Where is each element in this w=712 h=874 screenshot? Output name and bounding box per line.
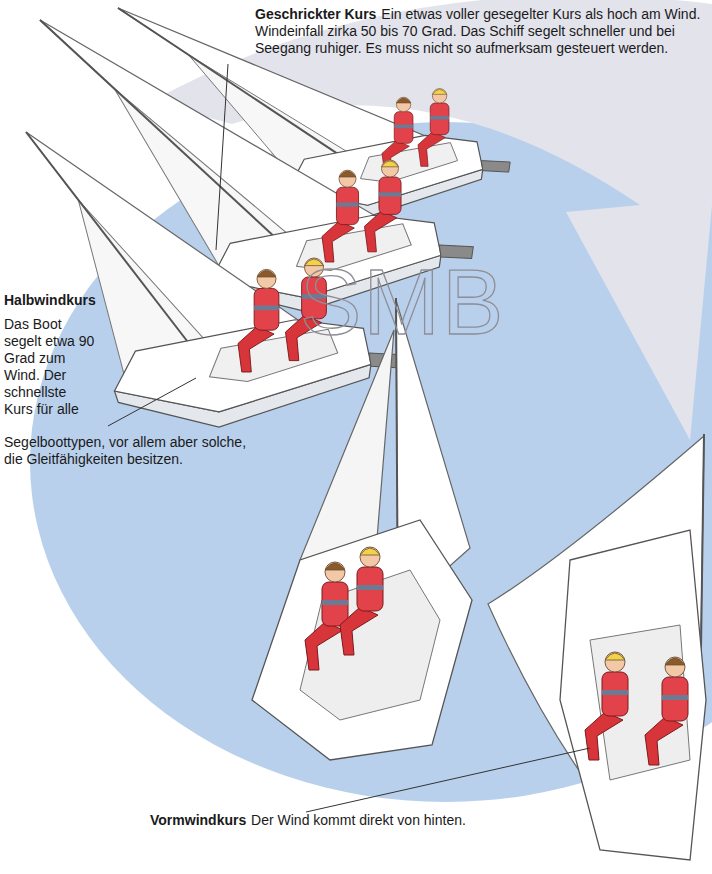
illustration-part [662,695,688,700]
illustration-part [322,582,348,626]
course-callout: Halbwindkurs [4,292,124,309]
course-callout: Vormwindkurs Der Wind kommt direkt von hi… [150,812,690,829]
illustration-part [665,657,685,677]
illustration-part [254,306,279,311]
illustration-part [257,269,276,288]
illustration-part [325,563,345,570]
illustration-part [40,20,288,249]
course-description: Das Boot segelt etwa 90 Grad zum Wind. D… [4,316,246,467]
illustration-part [382,97,413,175]
watermark-text: SMB [300,251,505,353]
illustration-part [432,89,446,103]
illustration-part [322,600,348,605]
illustration-part [336,187,358,224]
illustration-part [365,211,397,252]
leader-line [108,378,196,426]
illustration-part [357,567,383,611]
illustration-part [252,520,472,760]
illustration-part [360,548,380,555]
illustration-part [396,97,410,111]
illustration-part [585,652,628,760]
illustration-part [252,298,472,760]
illustration-part [396,98,410,103]
illustration-part [340,607,378,655]
illustration-part [585,712,623,760]
illustration-part [602,672,628,716]
illustration-part [339,171,356,177]
leader-line [216,64,228,250]
illustration-part [394,125,413,129]
illustration-part [645,717,683,765]
illustration-part [602,690,628,695]
course-name: Geschrickter Kurs [255,6,376,22]
illustration-part [360,143,457,183]
illustration-part [605,652,625,672]
illustration-part [238,326,274,372]
illustration-part [360,547,380,567]
illustration-part [379,192,401,196]
illustration-part [254,288,279,330]
illustration-part [382,160,399,177]
illustration-part [488,434,706,860]
illustration-part [336,203,358,207]
illustration-part [238,269,279,372]
illustration-part [325,562,345,582]
illustration-part [605,653,625,660]
leader-line [306,748,590,812]
illustration-part [430,103,449,135]
illustration-part [257,270,276,277]
course-callout: Das Boot segelt etwa 90 Grad zum Wind. D… [4,316,266,468]
illustration-part [418,89,449,167]
illustration-part [665,658,685,665]
watermark: SMB [300,252,560,352]
illustration-part [365,160,402,252]
illustration-part [305,622,343,670]
wrap-spacer [98,316,266,434]
illustration-part [432,89,446,94]
illustration-part [382,161,399,167]
illustration-part [379,177,401,214]
illustration-part [322,170,359,262]
illustration-part [481,161,510,173]
course-name: Halbwindkurs [4,292,96,308]
illustration-part [340,547,383,655]
illustration-part [305,562,348,670]
illustration-part [560,530,706,860]
illustration-part [357,585,383,590]
illustration-part [394,112,413,144]
illustration-part [430,116,449,120]
course-description: Der Wind kommt direkt von hinten. [251,812,466,828]
illustration-part [418,132,445,167]
course-callout: Geschrickter KursEin etwas voller gesege… [255,6,704,57]
illustration-part [645,657,688,765]
illustration-part [662,677,688,721]
course-name: Vormwindkurs [150,812,246,828]
illustration-part [590,625,690,780]
illustration-part [339,170,356,187]
